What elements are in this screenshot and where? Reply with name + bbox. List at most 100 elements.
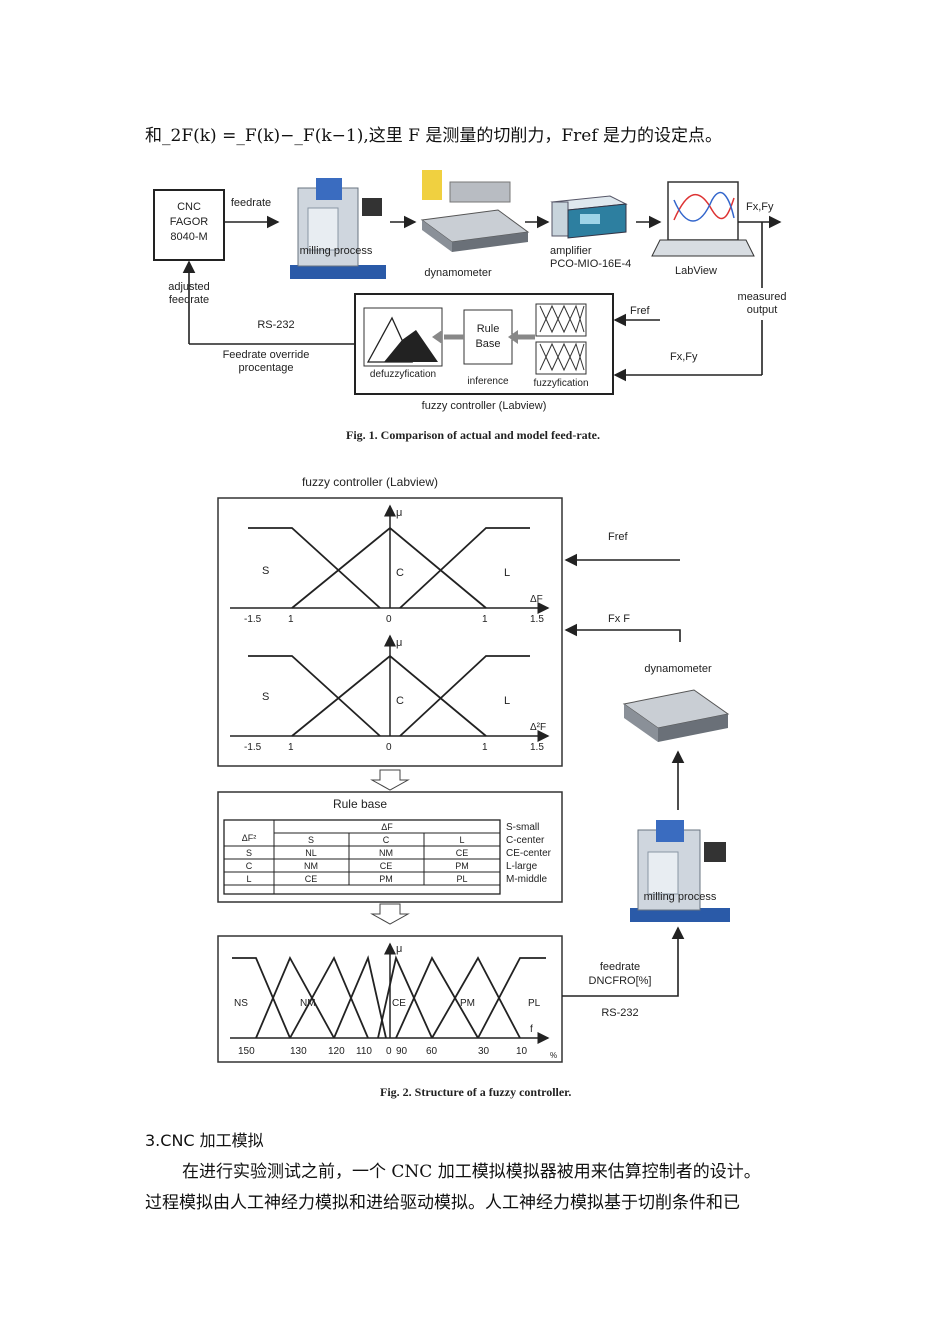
fxfy-top-label: Fx,Fy (746, 201, 774, 213)
tick-2-0: -1.5 (244, 742, 262, 753)
fuzzyfication-box-2 (535, 341, 587, 375)
table-cell-1-2: PM (455, 861, 469, 871)
out-set-1: NM (300, 998, 316, 1009)
tick-2-2: 0 (386, 742, 392, 753)
out-tick-1: 130 (290, 1046, 307, 1057)
dynamometer-icon-2 (622, 689, 730, 742)
mu-label-2: μ (396, 637, 402, 649)
cnc-label-3: 8040-M (170, 231, 207, 243)
rs232-label-2: RS-232 (601, 1007, 638, 1019)
out-set-4: PL (528, 998, 541, 1009)
df-label: ΔF (530, 594, 543, 605)
table-col-group: ΔF (381, 822, 393, 832)
fxfy-label-2: Fx F (608, 613, 630, 625)
dynamometer-label: dynamometer (424, 267, 492, 279)
cnc-label-1: CNC (177, 201, 201, 213)
rule-table: ΔF² ΔF S C L S NL NM CE C NM CE PM L CE … (223, 819, 501, 895)
out-set-2: CE (392, 998, 406, 1009)
table-col-2: L (459, 835, 464, 845)
adjusted-label-2: feedrate (169, 294, 209, 306)
labview-label: LabView (675, 265, 717, 277)
measured-label-1: measured (738, 291, 787, 303)
amplifier-label-2: PCO-MIO-16E-4 (550, 258, 631, 270)
legend-3: L-large (506, 861, 538, 872)
legend-0: S-small (506, 822, 539, 833)
override-label-2: procentage (238, 362, 293, 374)
milling-machine-icon-2 (630, 820, 730, 922)
figure-2-caption: Fig. 2. Structure of a fuzzy controller. (380, 1085, 572, 1099)
amplifier-icon (550, 195, 628, 239)
milling-machine-icon (290, 178, 386, 279)
fuzzy-controller-label: fuzzy controller (Labview) (422, 400, 547, 412)
set-c-1: C (396, 567, 404, 579)
rs232-label: RS-232 (257, 319, 294, 331)
out-tick-0: 150 (238, 1046, 255, 1057)
table-col-1: C (383, 835, 390, 845)
paragraph-line-2: 过程模拟由人工神经力模拟和进给驱动模拟。人工神经力模拟基于切削条件和已 (145, 1193, 740, 1213)
rule-base-box (463, 309, 513, 365)
table-row-0-h: S (246, 848, 252, 858)
out-tick-5: 90 (396, 1046, 408, 1057)
table-cell-0-1: NM (379, 848, 393, 858)
table-cell-0-0: NL (305, 848, 317, 858)
rule-base-title: Rule base (333, 797, 387, 811)
set-s-1: S (262, 565, 269, 577)
table-row-2-h: L (246, 874, 251, 884)
set-s-2: S (262, 691, 269, 703)
dncfro-label: DNCFRO[%] (589, 975, 652, 987)
legend-4: M-middle (506, 874, 548, 885)
table-cell-2-0: CE (305, 874, 318, 884)
milling-process-label-2: milling process (644, 891, 717, 903)
tick-2-3: 1 (482, 742, 488, 753)
fuzzyfication-label: fuzzyfication (533, 378, 588, 389)
out-tick-8: 10 (516, 1046, 528, 1057)
table-row-1-h: C (246, 861, 253, 871)
fuzzyfication-box-1 (535, 303, 587, 337)
table-cell-0-2: CE (456, 848, 469, 858)
tick-1-1: 1 (288, 614, 294, 625)
out-set-0: NS (234, 998, 248, 1009)
f-label: f (530, 1024, 533, 1035)
out-tick-4: 0 (386, 1046, 392, 1057)
adjusted-label-1: adjusted (168, 281, 210, 293)
legend-1: C-center (506, 835, 545, 846)
fref-label-2: Fref (608, 531, 629, 543)
table-corner: ΔF² (242, 833, 257, 843)
tick-2-1: 1 (288, 742, 294, 753)
inference-label: inference (467, 376, 509, 387)
mu-label-1: μ (396, 507, 402, 519)
rule-label-1: Rule (477, 323, 500, 335)
tick-2-4: 1.5 (530, 742, 544, 753)
out-tick-7: 30 (478, 1046, 490, 1057)
top-formula-line: 和_2F(k) =_F(k)−_F(k−1),这里 F 是测量的切削力，Fref… (145, 126, 723, 146)
milling-process-label: milling process (300, 245, 373, 257)
output-membership-chart: μ NS NM CE PM PL f 150 130 120 110 0 90 … (230, 942, 557, 1060)
mu-label-3: μ (396, 943, 402, 955)
measured-label-2: output (747, 304, 778, 316)
figure-1-caption: Fig. 1. Comparison of actual and model f… (346, 428, 600, 442)
fxfy-bottom-label: Fx,Fy (670, 351, 698, 363)
out-set-3: PM (460, 998, 475, 1009)
rule-label-2: Base (475, 338, 500, 350)
defuzzyfication-label: defuzzyfication (370, 369, 436, 380)
out-tick-2: 120 (328, 1046, 345, 1057)
table-cell-1-1: CE (380, 861, 393, 871)
dynamometer-label-2: dynamometer (644, 663, 712, 675)
set-l-2: L (504, 695, 510, 707)
laptop-icon (651, 181, 755, 257)
set-l-1: L (504, 567, 510, 579)
out-tick-6: 60 (426, 1046, 438, 1057)
override-label-1: Feedrate override (223, 349, 310, 361)
fref-label: Fref (630, 305, 651, 317)
feedrate-label-2: feedrate (600, 961, 640, 973)
legend-2: CE-center (506, 848, 552, 859)
tick-1-0: -1.5 (244, 614, 262, 625)
table-cell-2-2: PL (456, 874, 467, 884)
section-heading: 3.CNC 加工模拟 (145, 1131, 264, 1150)
amplifier-label-1: amplifier (550, 245, 592, 257)
cnc-label-2: FAGOR (170, 216, 209, 228)
cnc-box (153, 189, 225, 261)
figure-2: fuzzy controller (Labview) μ S C L ΔF -1… (217, 475, 730, 1063)
dynamometer-icon (420, 170, 530, 252)
figure-1: CNC FAGOR 8040-M feedrate milling proces… (153, 170, 796, 412)
